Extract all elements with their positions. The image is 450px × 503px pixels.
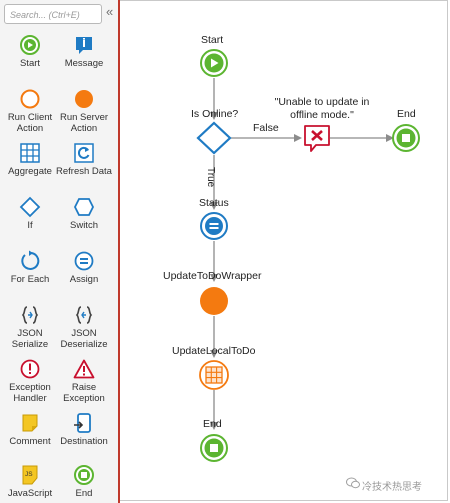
- if-icon: [19, 196, 41, 218]
- tool-switch[interactable]: Switch: [56, 196, 112, 231]
- assign-icon: [74, 251, 94, 271]
- tool-exception-handler[interactable]: Exception Handler: [2, 358, 58, 404]
- server-action-node-label: UpdateToDoWrapper: [163, 270, 262, 282]
- tool-label: For Each: [10, 274, 50, 285]
- tool-refresh-data[interactable]: Refresh Data: [56, 142, 112, 177]
- search-input[interactable]: [5, 6, 102, 24]
- javascript-icon: JS: [22, 465, 38, 485]
- message-icon: [76, 37, 92, 54]
- end-icon: [74, 465, 94, 485]
- toolbox-search[interactable]: [4, 4, 102, 24]
- tool-aggregate[interactable]: Aggregate: [2, 142, 58, 177]
- tool-message[interactable]: Message: [56, 34, 112, 69]
- tool-label: Start: [19, 58, 41, 69]
- if-node-label: Is Online?: [191, 108, 239, 120]
- comment-icon: [22, 414, 38, 432]
- for-each-icon: [21, 250, 40, 270]
- tool-label: Raise Exception: [63, 382, 105, 404]
- status-node-label: Status: [199, 197, 229, 209]
- run-client-action-icon: [20, 89, 40, 109]
- start-node-label: Start: [201, 34, 224, 46]
- tool-comment[interactable]: Comment: [2, 412, 58, 447]
- tool-label: JSON Serialize: [11, 328, 49, 350]
- run-server-action-icon: [75, 90, 93, 108]
- tool-json-deserialize[interactable]: JSON Deserialize: [56, 304, 112, 350]
- end-top-node-icon[interactable]: [392, 124, 420, 152]
- start-icon: [20, 35, 40, 55]
- exception-message-text: "Unable to update in offline mode.": [274, 96, 370, 121]
- exception-handler-icon: [20, 359, 40, 379]
- refresh-data-icon: [74, 143, 94, 163]
- tool-label: Exception Handler: [9, 382, 51, 404]
- aggregate-node-icon[interactable]: [199, 360, 229, 390]
- tool-javascript[interactable]: JS JavaScript: [2, 464, 58, 499]
- tool-destination[interactable]: Destination: [56, 412, 112, 447]
- start-node-icon[interactable]: [200, 49, 228, 77]
- tool-label: Run Client Action: [7, 112, 53, 134]
- collapse-panel-icon[interactable]: «: [106, 4, 114, 19]
- if-node-icon[interactable]: [196, 121, 232, 155]
- tool-label: Refresh Data: [56, 166, 112, 177]
- tool-label: Message: [64, 58, 104, 69]
- toolbox-panel: « Start Message Run Client Action Run Se…: [0, 0, 120, 503]
- end-bottom-node-label: End: [203, 418, 222, 430]
- tool-label: Run Server Action: [59, 112, 109, 134]
- run-server-action-node-icon[interactable]: [199, 286, 229, 316]
- svg-text:JS: JS: [25, 471, 33, 478]
- destination-icon: [74, 413, 91, 433]
- json-serialize-icon: [21, 306, 39, 324]
- tool-raise-exception[interactable]: Raise Exception: [56, 358, 112, 404]
- tool-assign[interactable]: Assign: [56, 250, 112, 285]
- tool-label: If: [27, 220, 33, 231]
- tool-json-serialize[interactable]: JSON Serialize: [2, 304, 58, 350]
- flow-canvas[interactable]: Start Is Online? False True "Unable to u…: [122, 0, 448, 503]
- tool-label: JSON Deserialize: [60, 328, 108, 350]
- tool-if[interactable]: If: [2, 196, 58, 231]
- tool-label: End: [75, 488, 93, 499]
- tool-label: Switch: [70, 220, 98, 231]
- watermark-chat-icon: [346, 477, 360, 489]
- assign-node-icon[interactable]: [200, 212, 228, 240]
- aggregate-node-label: UpdateLocalToDo: [172, 345, 256, 357]
- tool-end[interactable]: End: [56, 464, 112, 499]
- flow-connectors: [210, 78, 394, 430]
- tool-label: Aggregate: [8, 166, 52, 177]
- raise-exception-node-icon[interactable]: [303, 124, 331, 154]
- tool-for-each[interactable]: For Each: [2, 250, 58, 285]
- tool-run-server-action[interactable]: Run Server Action: [56, 88, 112, 134]
- switch-icon: [73, 198, 95, 216]
- tool-run-client-action[interactable]: Run Client Action: [2, 88, 58, 134]
- tool-label: Comment: [9, 436, 51, 447]
- raise-exception-icon: [73, 359, 95, 379]
- tool-start[interactable]: Start: [2, 34, 58, 69]
- json-deserialize-icon: [75, 306, 93, 324]
- false-branch-label: False: [253, 122, 279, 134]
- tool-label: Destination: [60, 436, 108, 447]
- end-top-node-label: End: [397, 108, 416, 120]
- true-branch-label: True: [205, 167, 216, 188]
- tool-label: JavaScript: [7, 488, 53, 499]
- aggregate-icon: [20, 143, 40, 163]
- tool-label: Assign: [69, 274, 99, 285]
- end-bottom-node-icon[interactable]: [200, 434, 228, 462]
- watermark-text: 冷技术热思考: [362, 482, 422, 493]
